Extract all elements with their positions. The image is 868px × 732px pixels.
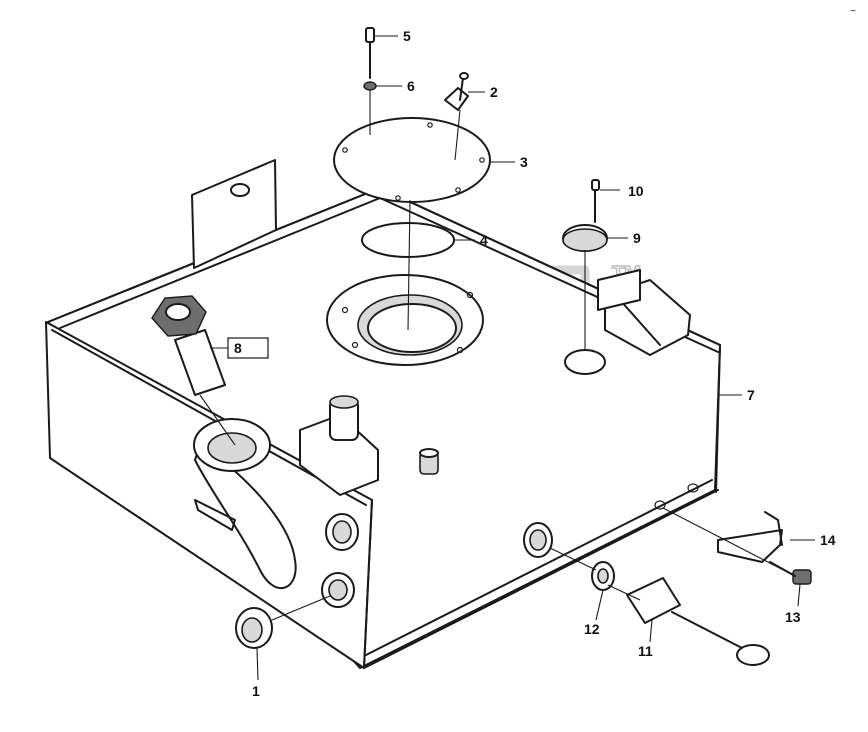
callout-12: 12 [584,621,600,637]
callout-2: 2 [490,84,498,100]
part-4-gasket [361,222,455,258]
callout-13: 13 [785,609,801,625]
callout-11: 11 [638,643,653,659]
corner-mark: ~ [850,6,856,17]
fasteners-top [363,27,600,223]
callout-labels: 1 2 3 4 5 6 7 8 9 10 11 12 13 14 ~ [234,6,856,699]
tank-body [45,159,721,669]
callout-8: 8 [234,340,242,356]
part-3-cover-plate [333,117,491,203]
callout-6: 6 [407,78,415,94]
callout-5: 5 [403,28,411,44]
callout-3: 3 [520,154,528,170]
callout-14: 14 [820,532,836,548]
callout-1: 1 [252,683,260,699]
callout-7: 7 [747,387,755,403]
leader-lines [210,35,815,681]
callout-4: 4 [480,232,488,248]
part-1-grommet [235,607,273,649]
callout-8-box [227,337,269,359]
callout-9: 9 [633,230,641,246]
part-8-filler-cap [151,295,236,446]
callout-10: 10 [628,183,644,199]
